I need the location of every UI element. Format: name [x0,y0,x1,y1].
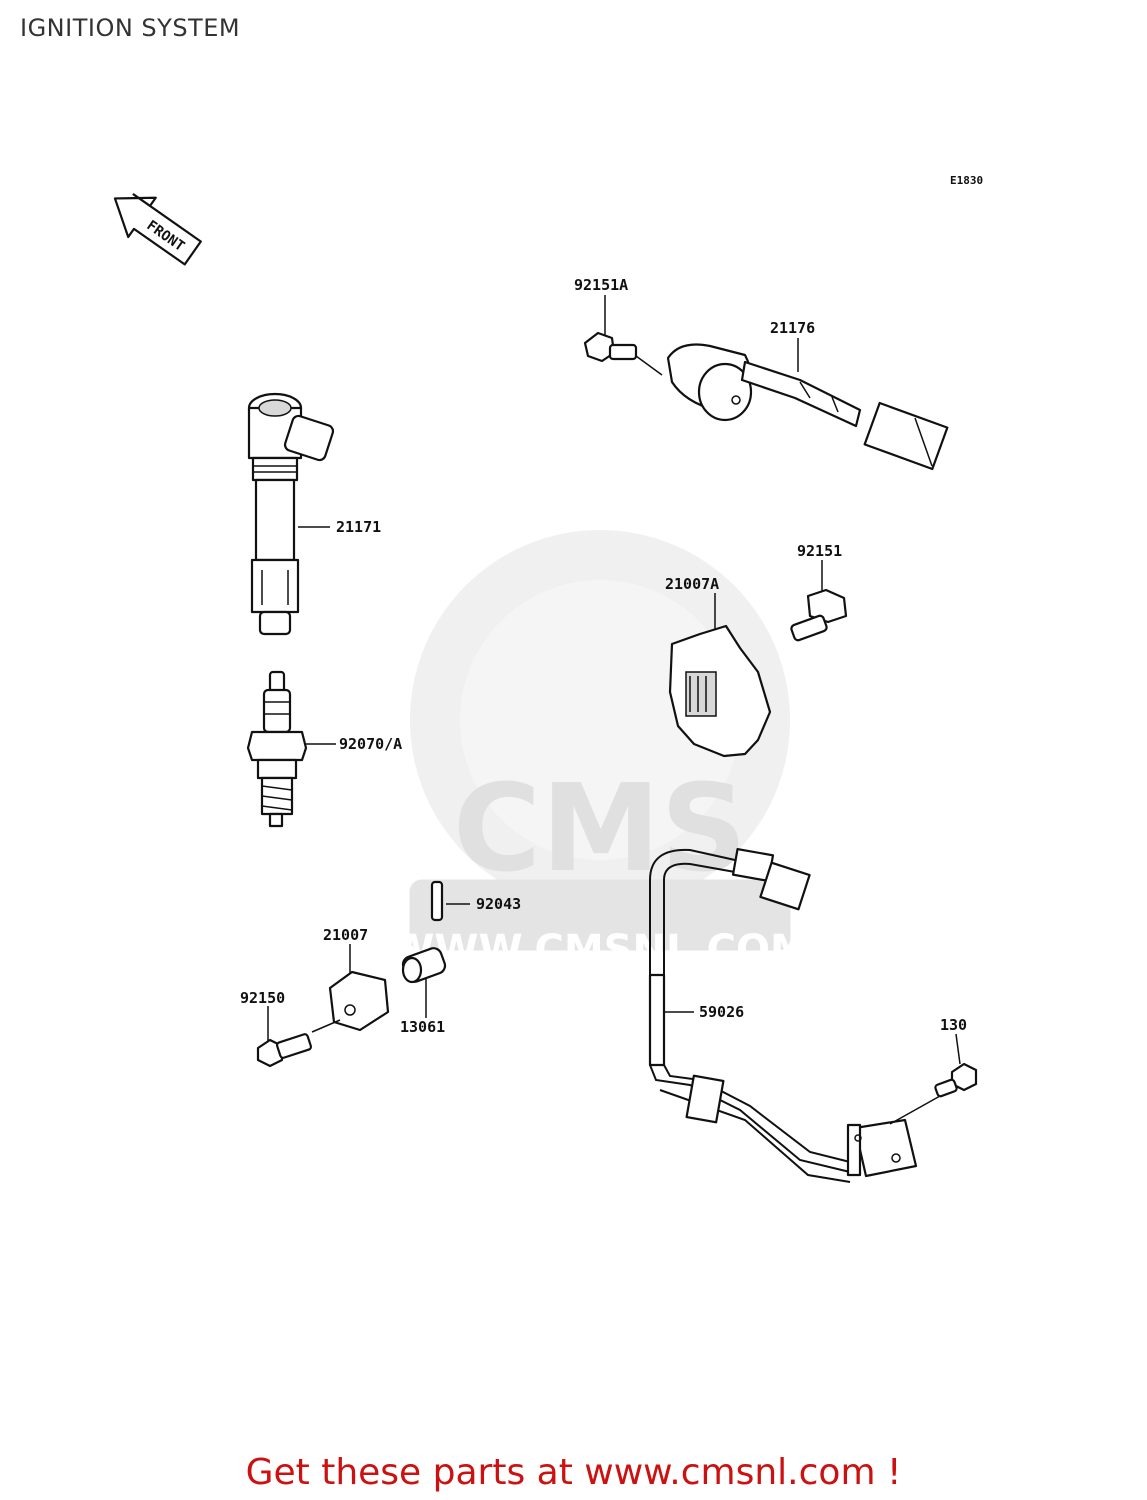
part-label-21007: 21007 [323,926,368,944]
part-label-21007a: 21007A [665,575,719,593]
footer-link[interactable]: Get these parts at www.cmsnl.com ! [245,1452,902,1493]
bolt-130-icon [889,1062,978,1125]
bolt-92151a-icon [583,331,663,376]
part-label-21171: 21171 [336,518,381,536]
part-label-92150: 92150 [240,989,285,1007]
watermark-url-text: WWW.CMSNL.COM [390,927,810,973]
bolt-92151-icon [790,588,848,642]
watermark-logo-text: CMS [453,760,747,899]
page-title: IGNITION SYSTEM [20,14,241,42]
part-label-13061: 13061 [400,1018,445,1036]
part-label-21176: 21176 [770,319,815,337]
watermark-logo: CMS WWW.CMSNL.COM [390,530,810,973]
part-label-92151: 92151 [797,542,842,560]
part-label-59026: 59026 [699,1003,744,1021]
diagram-code: E1830 [950,174,983,187]
leader-lines [267,295,961,1065]
spark-plug-92070a-icon [246,670,308,828]
harness-59026-icon [648,847,918,1183]
part-label-92151a: 92151A [574,276,628,294]
part-label-92070a: 92070/A [339,735,402,753]
ignition-coil-21171-icon [247,392,335,636]
parts-diagram: CMS WWW.CMSNL.COM E1830 FRONT [113,174,983,1183]
bolt-92150-icon [256,1019,341,1068]
pickup-sensor-21176-icon [666,343,949,471]
rotor-21007a-icon [668,624,772,758]
pin-92043-icon [430,880,444,922]
collar-13061-icon [401,947,447,984]
part-label-92043: 92043 [476,895,521,913]
front-arrow-icon: FRONT [113,193,202,266]
part-label-130: 130 [940,1016,967,1034]
